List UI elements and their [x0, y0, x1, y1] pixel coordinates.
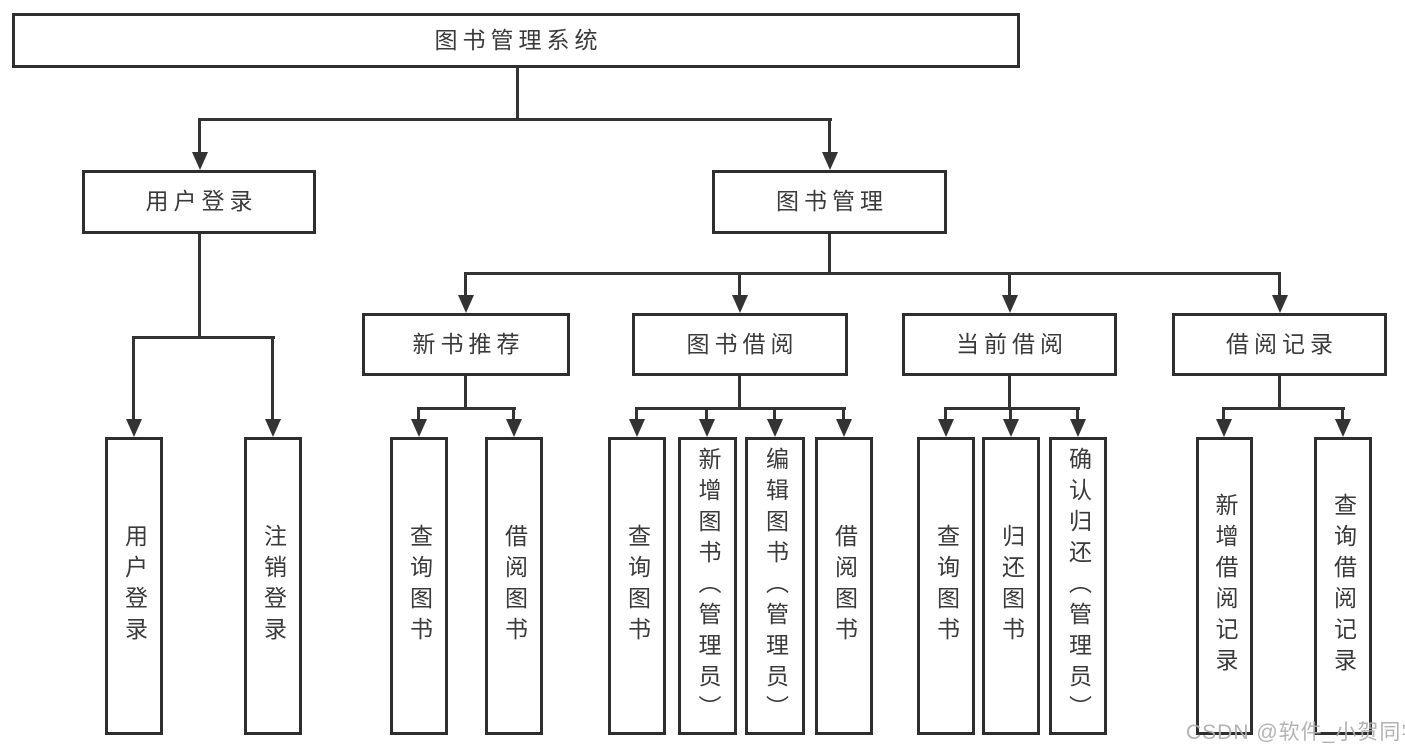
connector-line — [417, 407, 420, 419]
node-label: 查询图书 — [406, 524, 433, 648]
connector-line — [636, 407, 846, 410]
connector-line — [1278, 272, 1281, 295]
leaf-query-borrow-record: 查询借阅记录 — [1314, 437, 1372, 735]
node-label: 查询图书 — [624, 524, 651, 648]
connector-line — [418, 407, 516, 410]
arrow-down-icon — [699, 419, 715, 437]
connector-line — [828, 118, 831, 152]
arrow-down-icon — [732, 295, 748, 313]
node-label: 用户登录 — [121, 524, 148, 648]
arrow-down-icon — [126, 419, 142, 437]
leaf-borrow-books-recommend: 借阅图书 — [485, 437, 543, 735]
node-current-borrowing: 当前借阅 — [902, 313, 1117, 376]
leaf-query-books-current: 查询图书 — [917, 437, 975, 735]
connector-line — [1341, 407, 1344, 419]
connector-line — [464, 376, 467, 407]
connector-line — [1008, 272, 1011, 295]
leaf-query-books-recommend: 查询图书 — [390, 437, 448, 735]
connector-line — [1222, 407, 1225, 419]
connector-line — [132, 336, 135, 419]
node-label: 归还图书 — [998, 524, 1025, 648]
node-label: 新书推荐 — [412, 330, 525, 357]
arrow-down-icon — [1216, 419, 1232, 437]
connector-line — [198, 234, 201, 336]
leaf-add-books-admin: 新增图书（管理员） — [678, 437, 737, 735]
arrow-down-icon — [192, 152, 208, 170]
arrow-down-icon — [265, 419, 281, 437]
connector-line — [705, 407, 708, 419]
node-label: 查询借阅记录 — [1330, 493, 1357, 679]
arrow-down-icon — [458, 295, 474, 313]
leaf-add-borrow-record: 新增借阅记录 — [1196, 437, 1253, 735]
arrow-down-icon — [411, 419, 427, 437]
connector-line — [828, 234, 831, 272]
node-label: 确认归还（管理员） — [1065, 446, 1092, 726]
node-label: 当前借阅 — [956, 330, 1068, 357]
connector-line — [773, 407, 776, 419]
leaf-borrow-books: 借阅图书 — [815, 437, 873, 735]
arrow-down-icon — [1002, 295, 1018, 313]
node-label: 编辑图书（管理员） — [762, 446, 789, 726]
leaf-confirm-return-admin: 确认归还（管理员） — [1049, 437, 1107, 735]
node-book-management: 图书管理 — [712, 170, 947, 234]
arrow-down-icon — [836, 419, 852, 437]
connector-line — [1076, 407, 1079, 419]
arrow-down-icon — [1335, 419, 1351, 437]
connector-line — [944, 407, 947, 419]
leaf-query-books-borrowing: 查询图书 — [608, 437, 666, 735]
connector-line — [271, 336, 274, 419]
arrow-down-icon — [938, 419, 954, 437]
node-label: 查询图书 — [933, 524, 960, 648]
leaf-logout: 注销登录 — [244, 437, 302, 735]
leaf-return-books: 归还图书 — [982, 437, 1040, 735]
connector-line — [464, 272, 467, 295]
connector-line — [1008, 376, 1011, 407]
connector-line — [738, 376, 741, 407]
node-borrowing-records: 借阅记录 — [1172, 313, 1387, 376]
node-book-borrowing: 图书借阅 — [632, 313, 848, 376]
connector-line — [635, 407, 638, 419]
arrow-down-icon — [506, 419, 522, 437]
node-label: 新增借阅记录 — [1212, 493, 1238, 679]
node-label: 借阅记录 — [1226, 330, 1338, 357]
node-user-login: 用户登录 — [82, 170, 316, 234]
connector-line — [1278, 376, 1281, 407]
arrow-down-icon — [822, 152, 838, 170]
connector-line — [512, 407, 515, 419]
node-library-management-system: 图书管理系统 — [12, 13, 1020, 68]
connector-line — [199, 118, 832, 121]
node-label: 用户登录 — [145, 188, 258, 215]
node-new-book-recommend: 新书推荐 — [362, 313, 570, 376]
arrow-down-icon — [1070, 419, 1086, 437]
node-label: 新增图书（管理员） — [695, 446, 721, 726]
arrow-down-icon — [767, 419, 783, 437]
connector-line — [465, 272, 1281, 275]
csdn-watermark: CSDN @软件_小贺同学 — [1186, 721, 1405, 744]
arrow-down-icon — [1003, 419, 1019, 437]
connector-line — [198, 118, 201, 152]
connector-line — [738, 272, 741, 295]
connector-line — [133, 336, 275, 339]
node-label: 注销登录 — [260, 524, 287, 648]
connector-line — [945, 407, 1080, 410]
node-label: 图书管理系统 — [434, 26, 603, 53]
connector-line — [1223, 407, 1345, 410]
arrow-down-icon — [1272, 295, 1288, 313]
node-label: 借阅图书 — [831, 524, 858, 648]
connector-line — [1009, 407, 1012, 419]
node-label: 图书借阅 — [686, 330, 799, 357]
leaf-user-login: 用户登录 — [105, 437, 163, 735]
connector-line — [842, 407, 845, 419]
arrow-down-icon — [629, 419, 645, 437]
leaf-edit-books-admin: 编辑图书（管理员） — [745, 437, 805, 735]
node-label: 图书管理 — [776, 188, 888, 215]
node-label: 借阅图书 — [501, 524, 528, 648]
connector-line — [516, 68, 519, 118]
